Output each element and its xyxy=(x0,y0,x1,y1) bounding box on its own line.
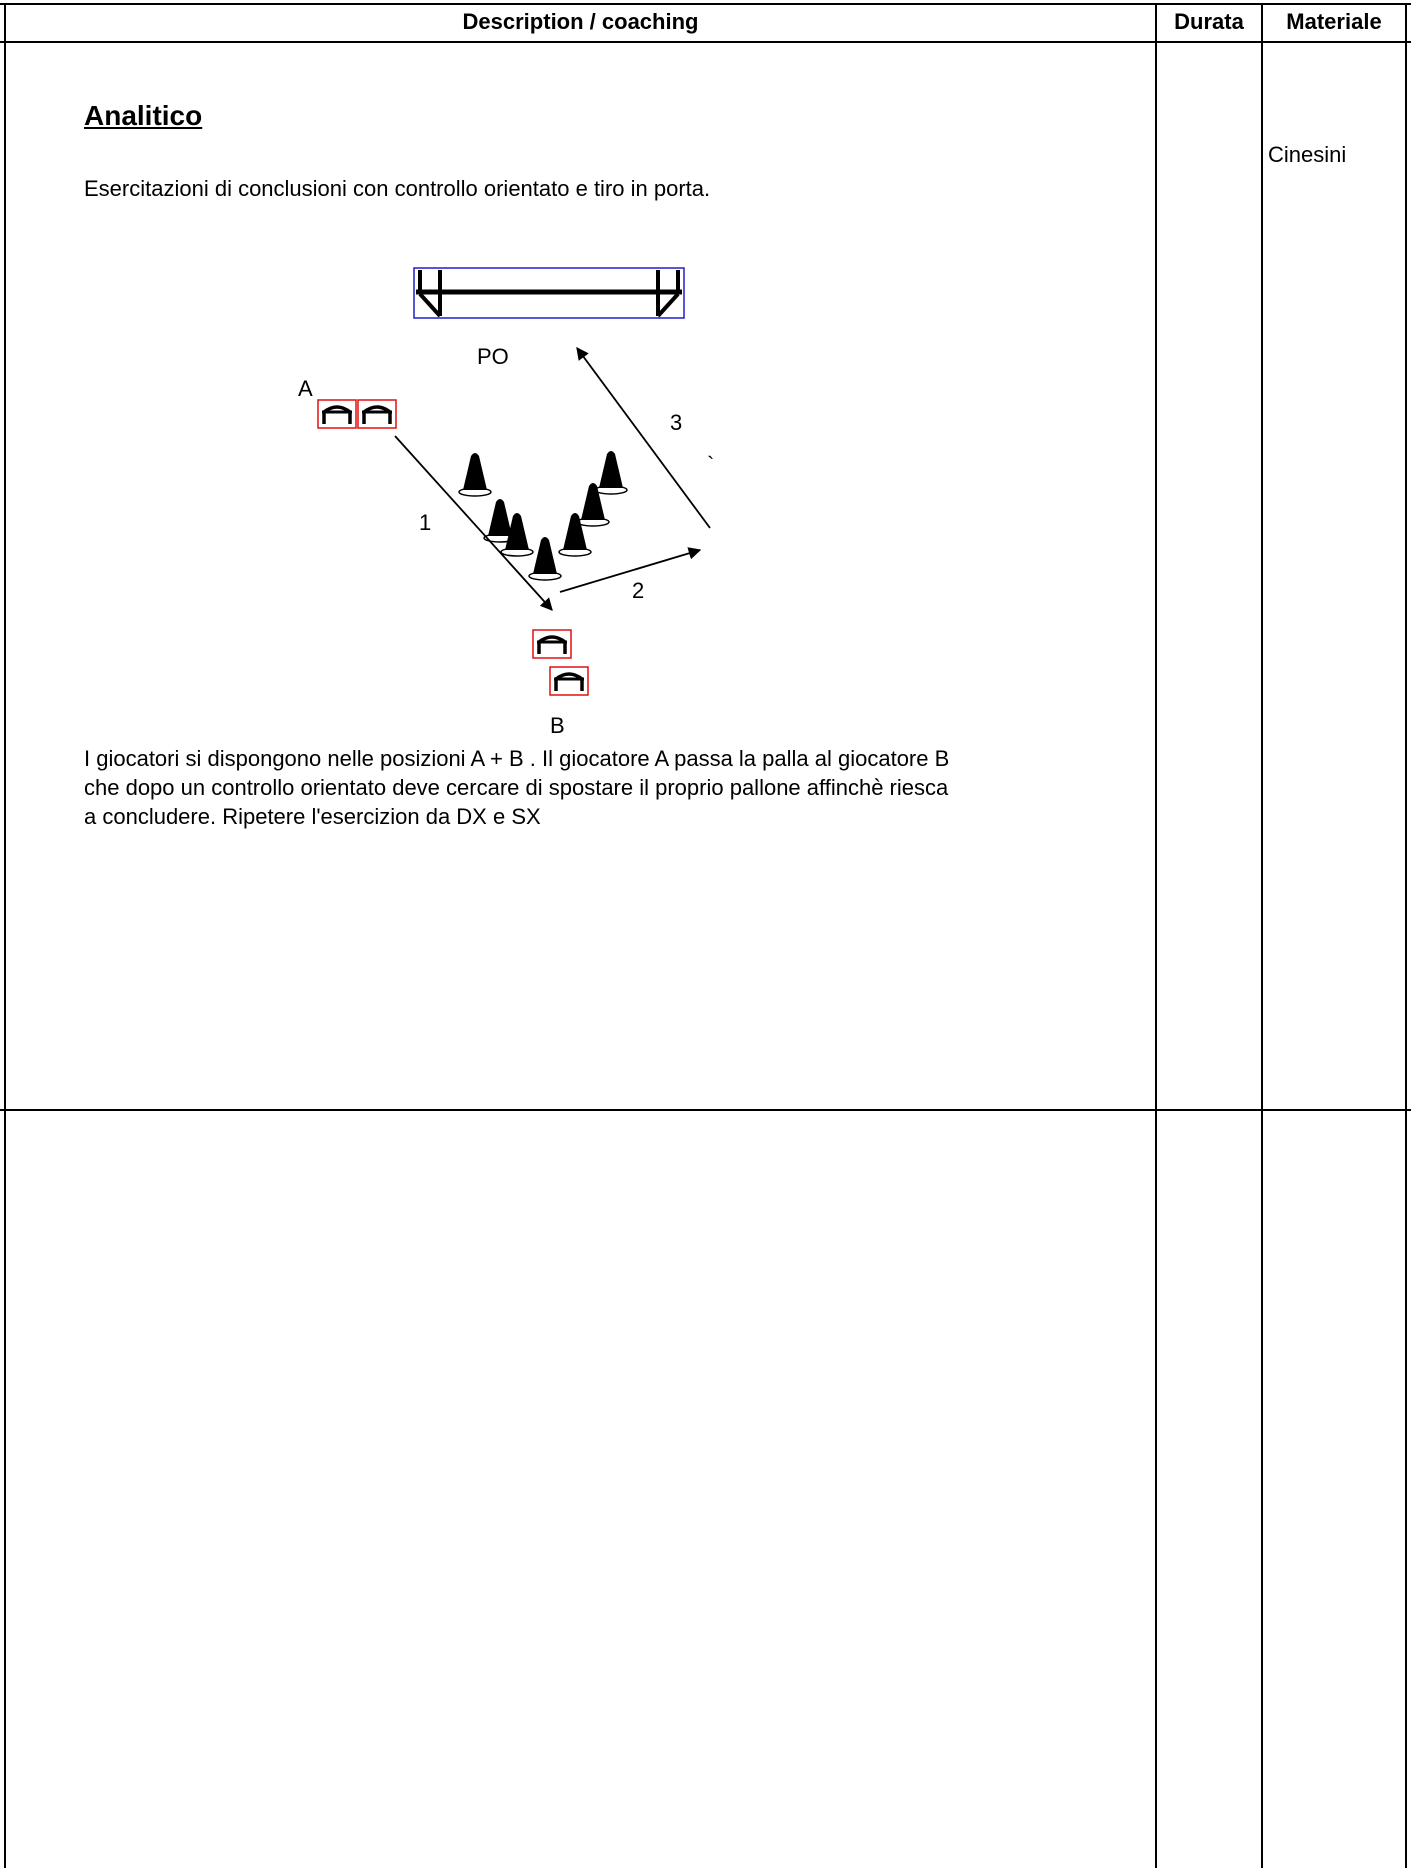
stray-mark: ` xyxy=(707,452,714,477)
cone-icon xyxy=(576,483,610,527)
table-top-border xyxy=(0,3,1411,5)
column-divider-durata xyxy=(1155,3,1157,1868)
exercise-subtitle: Esercitazioni di conclusioni con control… xyxy=(84,176,711,201)
goalkeeper-label: PO xyxy=(477,344,509,369)
arrow-icon xyxy=(576,346,711,529)
goal-icon xyxy=(413,267,685,319)
drill-diagram: PO A B 1 2 3 ` xyxy=(298,267,714,738)
cone-icon xyxy=(458,453,492,497)
header-bottom-border xyxy=(0,41,1411,43)
header-durata: Durata xyxy=(1174,9,1244,34)
player-icon xyxy=(549,666,589,696)
exercise-description: I giocatori si dispongono nelle posizion… xyxy=(84,746,950,829)
cone-icon xyxy=(594,451,628,495)
step-label-2: 2 xyxy=(632,578,644,603)
exercise-title: Analitico xyxy=(84,100,203,131)
player-b-label: B xyxy=(550,713,565,738)
step-label-3: 3 xyxy=(670,410,682,435)
player-icon xyxy=(357,399,397,429)
header-description: Description / coaching xyxy=(462,9,699,34)
materiale-value: Cinesini xyxy=(1268,142,1347,167)
column-divider-left xyxy=(4,3,6,1868)
cone-icon xyxy=(528,537,562,581)
cone-icon xyxy=(500,513,534,557)
row-divider xyxy=(0,1109,1411,1111)
step-label-1: 1 xyxy=(419,510,431,535)
column-divider-right xyxy=(1405,3,1407,1868)
header-materiale: Materiale xyxy=(1286,9,1382,34)
player-icon xyxy=(317,399,357,429)
player-a-label: A xyxy=(298,376,313,401)
arrow-icon xyxy=(394,435,553,611)
player-icon xyxy=(532,629,572,659)
arrow-icon xyxy=(559,547,702,593)
cone-icon xyxy=(558,513,592,557)
column-divider-materiale xyxy=(1261,3,1263,1868)
